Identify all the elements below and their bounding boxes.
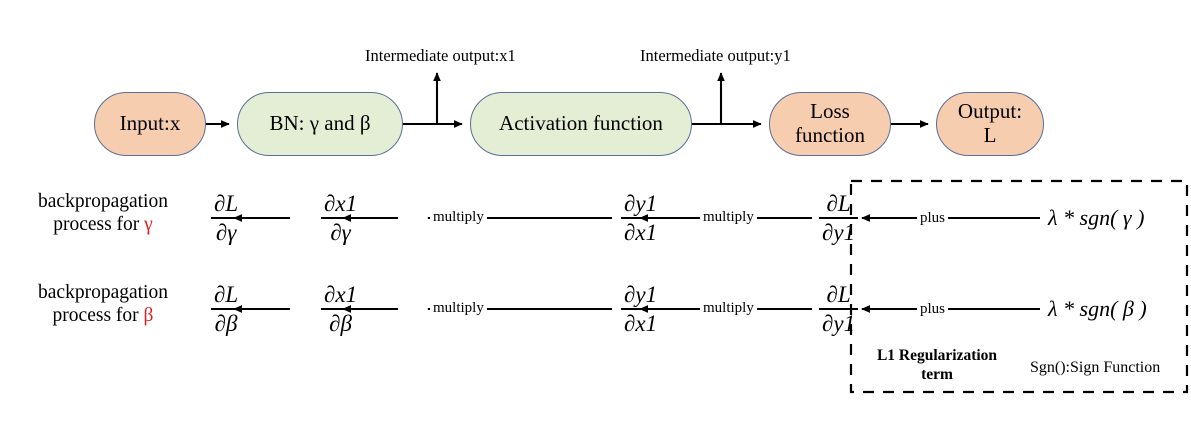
gamma-term-dx1-dgamma-numerator: ∂x1: [324, 191, 358, 216]
fraction-bar: [819, 308, 859, 310]
fraction-bar: [321, 217, 361, 219]
gamma-term-dy1-dx1: ∂y1 ∂x1: [620, 192, 661, 244]
flow-node-bn-label: BN: γ and β: [269, 111, 371, 136]
gamma-l1-regularization-term: λ * sgn( γ ): [1048, 205, 1145, 230]
flow-node-output-label: Output: L: [958, 100, 1022, 147]
fraction-bar: [321, 308, 361, 310]
beta-term-dy1-dx1-denominator: ∂x1: [624, 310, 658, 336]
gamma-term-dx1-dgamma-denominator: ∂γ: [330, 219, 351, 245]
flow-node-output-label-line2: L: [983, 123, 997, 147]
backprop-beta-caption: backpropagation process for β: [3, 281, 203, 327]
flow-node-loss-label-line1: Loss: [810, 99, 850, 124]
flow-node-input[interactable]: Input:x: [94, 92, 206, 156]
l1-regularization-dashed-box: [849, 179, 1189, 394]
backprop-gamma-caption-line2: process for: [53, 214, 145, 235]
backprop-beta-caption-line2: process for: [52, 305, 144, 326]
beta-term-dx1-dbeta: ∂x1 ∂β: [320, 283, 361, 335]
backprop-gamma-caption: backpropagation process for γ: [3, 190, 203, 236]
gamma-term-dL-dgamma: ∂L ∂γ: [210, 192, 242, 244]
beta-term-dL-dbeta-denominator: ∂β: [214, 310, 238, 336]
flow-node-activation-label: Activation function: [499, 111, 663, 136]
intermediate-output-y1-label: Intermediate output:y1: [640, 46, 791, 65]
beta-edge-label-plus: plus: [917, 301, 949, 318]
gamma-term-dL-dgamma-denominator: ∂γ: [215, 219, 237, 245]
gamma-edge-label-multiply-1: multiply: [430, 209, 487, 226]
sign-function-note: Sgn():Sign Function: [1030, 359, 1161, 376]
gamma-edge-label-plus: plus: [917, 210, 949, 227]
flow-node-input-label: Input:x: [119, 111, 181, 136]
gamma-term-dL-dy1-numerator: ∂L: [826, 191, 851, 216]
gamma-term-dL-dy1: ∂L ∂y1: [818, 192, 859, 244]
beta-term-dy1-dx1-numerator: ∂y1: [624, 282, 658, 307]
fraction-bar: [211, 308, 242, 310]
beta-edge-label-multiply-1: multiply: [430, 300, 487, 317]
beta-term-dL-dbeta: ∂L ∂β: [210, 283, 242, 335]
beta-term-dx1-dbeta-denominator: ∂β: [329, 310, 352, 336]
beta-term-dL-dbeta-numerator: ∂L: [214, 282, 239, 307]
fraction-bar: [621, 217, 661, 219]
beta-term-dL-dy1-numerator: ∂L: [826, 282, 851, 307]
fraction-bar: [211, 217, 242, 219]
flow-node-activation[interactable]: Activation function: [470, 92, 692, 156]
gamma-term-dL-dy1-denominator: ∂y1: [822, 219, 856, 245]
beta-term-dL-dy1: ∂L ∂y1: [818, 283, 859, 335]
beta-l1-regularization-term: λ * sgn( β ): [1048, 296, 1147, 321]
flow-node-loss[interactable]: Loss function: [769, 92, 891, 156]
fraction-bar: [819, 217, 859, 219]
intermediate-output-x1-label: Intermediate output:x1: [365, 46, 516, 65]
beta-term-dy1-dx1: ∂y1 ∂x1: [620, 283, 661, 335]
backprop-gamma-symbol: γ: [144, 214, 153, 235]
fraction-bar: [621, 308, 661, 310]
beta-edge-label-multiply-2: multiply: [700, 300, 757, 317]
flow-arrows: [206, 72, 929, 128]
beta-term-dL-dy1-denominator: ∂y1: [822, 310, 856, 336]
backprop-gamma-caption-line1: backpropagation: [38, 191, 168, 212]
flow-node-output-label-line1: Output:: [957, 99, 1023, 124]
gamma-term-dy1-dx1-denominator: ∂x1: [624, 219, 658, 245]
flow-node-loss-label: Loss function: [795, 100, 865, 147]
gamma-term-dL-dgamma-numerator: ∂L: [214, 191, 239, 216]
l1-regularization-title: L1 Regularization term: [862, 347, 1012, 384]
l1-regularization-title-line2: term: [921, 365, 953, 383]
beta-term-dx1-dbeta-numerator: ∂x1: [324, 282, 358, 307]
backprop-beta-symbol: β: [143, 305, 154, 326]
backprop-beta-caption-line1: backpropagation: [38, 282, 168, 303]
flow-node-loss-label-line2: function: [795, 123, 865, 147]
gamma-term-dy1-dx1-numerator: ∂y1: [624, 191, 658, 216]
flow-node-bn[interactable]: BN: γ and β: [237, 92, 403, 156]
l1-regularization-title-line1: L1 Regularization: [876, 347, 998, 364]
gamma-edge-label-multiply-2: multiply: [700, 209, 757, 226]
flow-node-output[interactable]: Output: L: [936, 92, 1044, 156]
gamma-term-dx1-dgamma: ∂x1 ∂γ: [320, 192, 361, 244]
